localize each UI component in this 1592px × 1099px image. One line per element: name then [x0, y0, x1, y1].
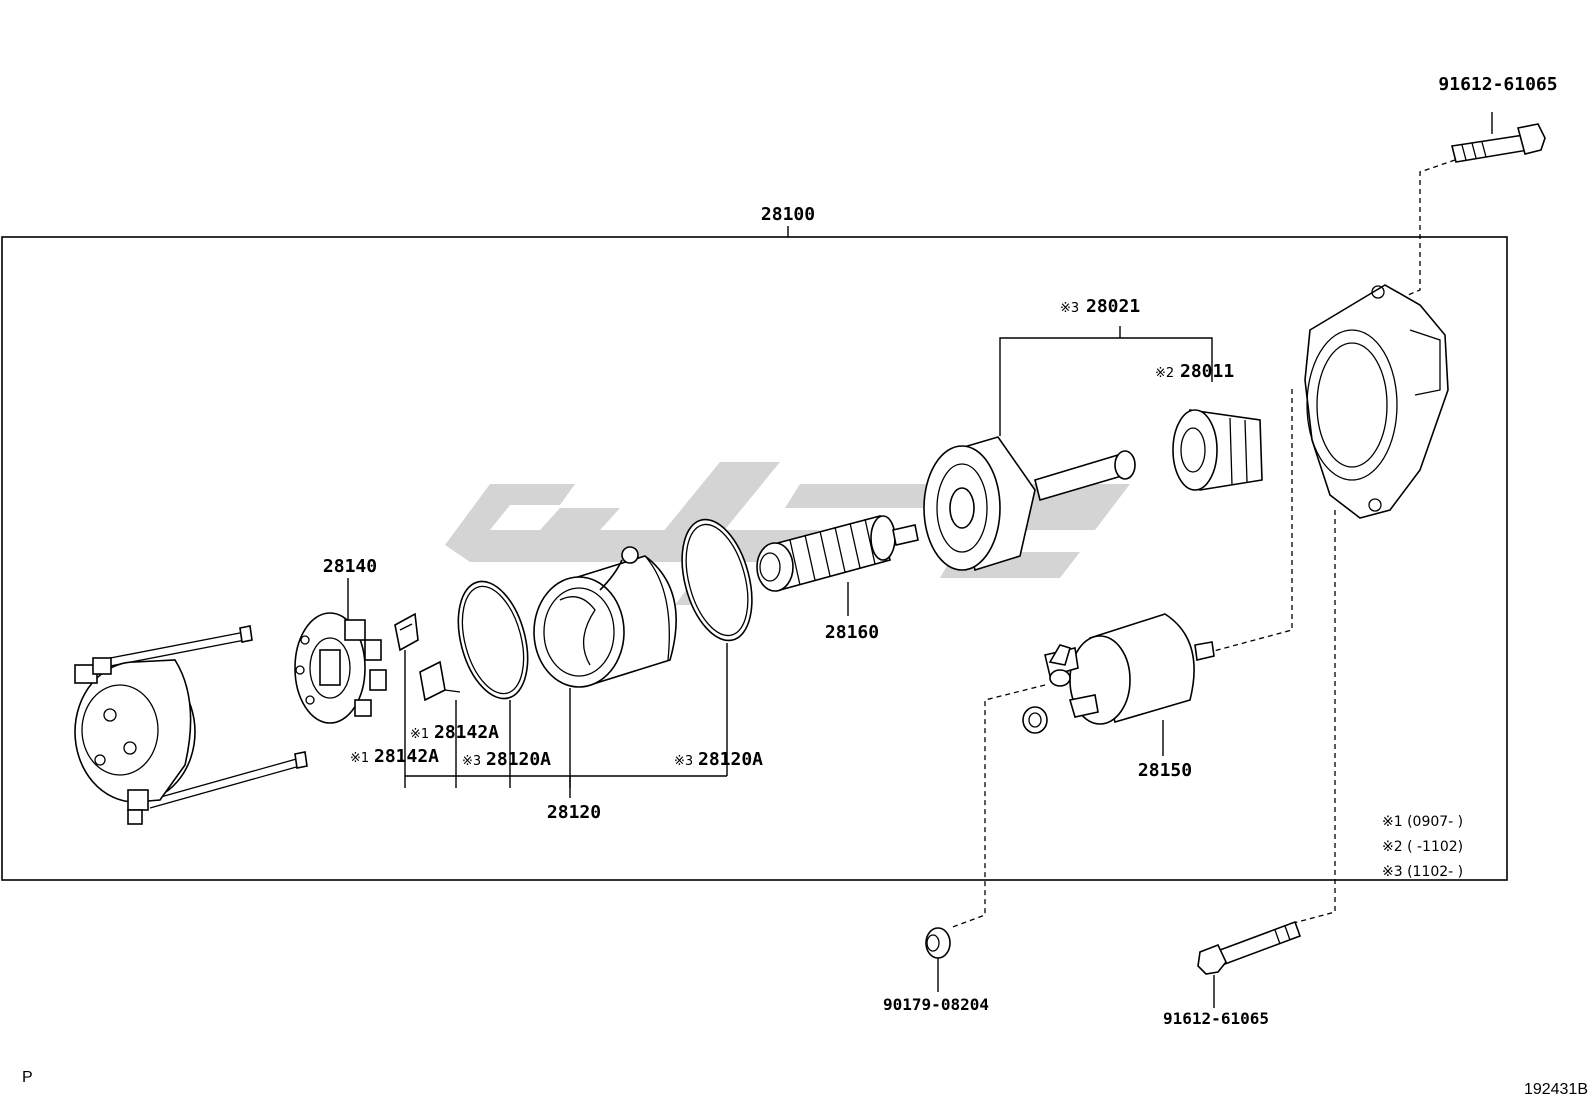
- yoke: [533, 546, 677, 688]
- svg-text:※2: ※2: [1155, 366, 1174, 381]
- label-brush-b: ※1 28142A: [350, 746, 439, 767]
- note-3: ※3 (1102- ): [1382, 864, 1463, 880]
- svg-text:※1: ※1: [410, 727, 429, 742]
- end-cover: [74, 625, 308, 825]
- solenoid: [1022, 613, 1215, 734]
- o-ring-a: [457, 580, 529, 700]
- svg-text:28021: 28021: [1086, 296, 1140, 317]
- note-1: ※1 (0907- ): [1382, 814, 1463, 830]
- svg-text:※3: ※3: [462, 754, 481, 769]
- label-bolt-bottom: 91612-61065: [1163, 1009, 1269, 1028]
- svg-text:※3: ※3: [1060, 301, 1079, 316]
- svg-text:28011: 28011: [1180, 361, 1234, 382]
- o-ring-b: [681, 518, 753, 642]
- label-pinion-clutch: ※3 28021: [1060, 296, 1140, 317]
- corner-left-text: P: [22, 1069, 33, 1086]
- armature: [756, 515, 919, 592]
- assembly-label: 28100: [761, 204, 815, 225]
- label-o-ring-a: ※3 28120A: [462, 749, 551, 770]
- svg-text:28120A: 28120A: [698, 749, 763, 770]
- pinion-clutch: [923, 436, 1136, 572]
- svg-text:28142A: 28142A: [434, 722, 499, 743]
- brush-b: [419, 660, 461, 702]
- bolt-top: [1451, 123, 1546, 163]
- drive-gear: [1172, 409, 1263, 491]
- corner-right-text: 192431B: [1524, 1081, 1588, 1098]
- svg-text:28120A: 28120A: [486, 749, 551, 770]
- label-brush-a: ※1 28142A: [410, 722, 499, 743]
- brush-a: [394, 612, 419, 652]
- nut: [925, 927, 951, 959]
- label-armature: 28160: [825, 622, 879, 643]
- label-o-ring-b: ※3 28120A: [674, 749, 763, 770]
- brush-holder: [294, 612, 387, 724]
- assembly-frame: [1, 236, 1508, 881]
- bolt-bottom: [1197, 920, 1302, 975]
- label-yoke: 28120: [547, 802, 601, 823]
- svg-text:※1: ※1: [350, 751, 369, 766]
- legend-notes: ※1 (0907- ) ※2 ( -1102) ※3 (1102- ): [1382, 814, 1463, 880]
- label-nut: 90179-08204: [883, 995, 989, 1014]
- svg-text:28142A: 28142A: [374, 746, 439, 767]
- svg-text:※3: ※3: [674, 754, 693, 769]
- label-drive-gear: ※2 28011: [1155, 361, 1234, 382]
- note-2: ※2 ( -1102): [1382, 839, 1463, 855]
- label-brush-holder: 28140: [323, 556, 377, 577]
- drive-housing: [1304, 284, 1449, 519]
- label-solenoid: 28150: [1138, 760, 1192, 781]
- label-bolt-top: 91612-61065: [1438, 74, 1557, 95]
